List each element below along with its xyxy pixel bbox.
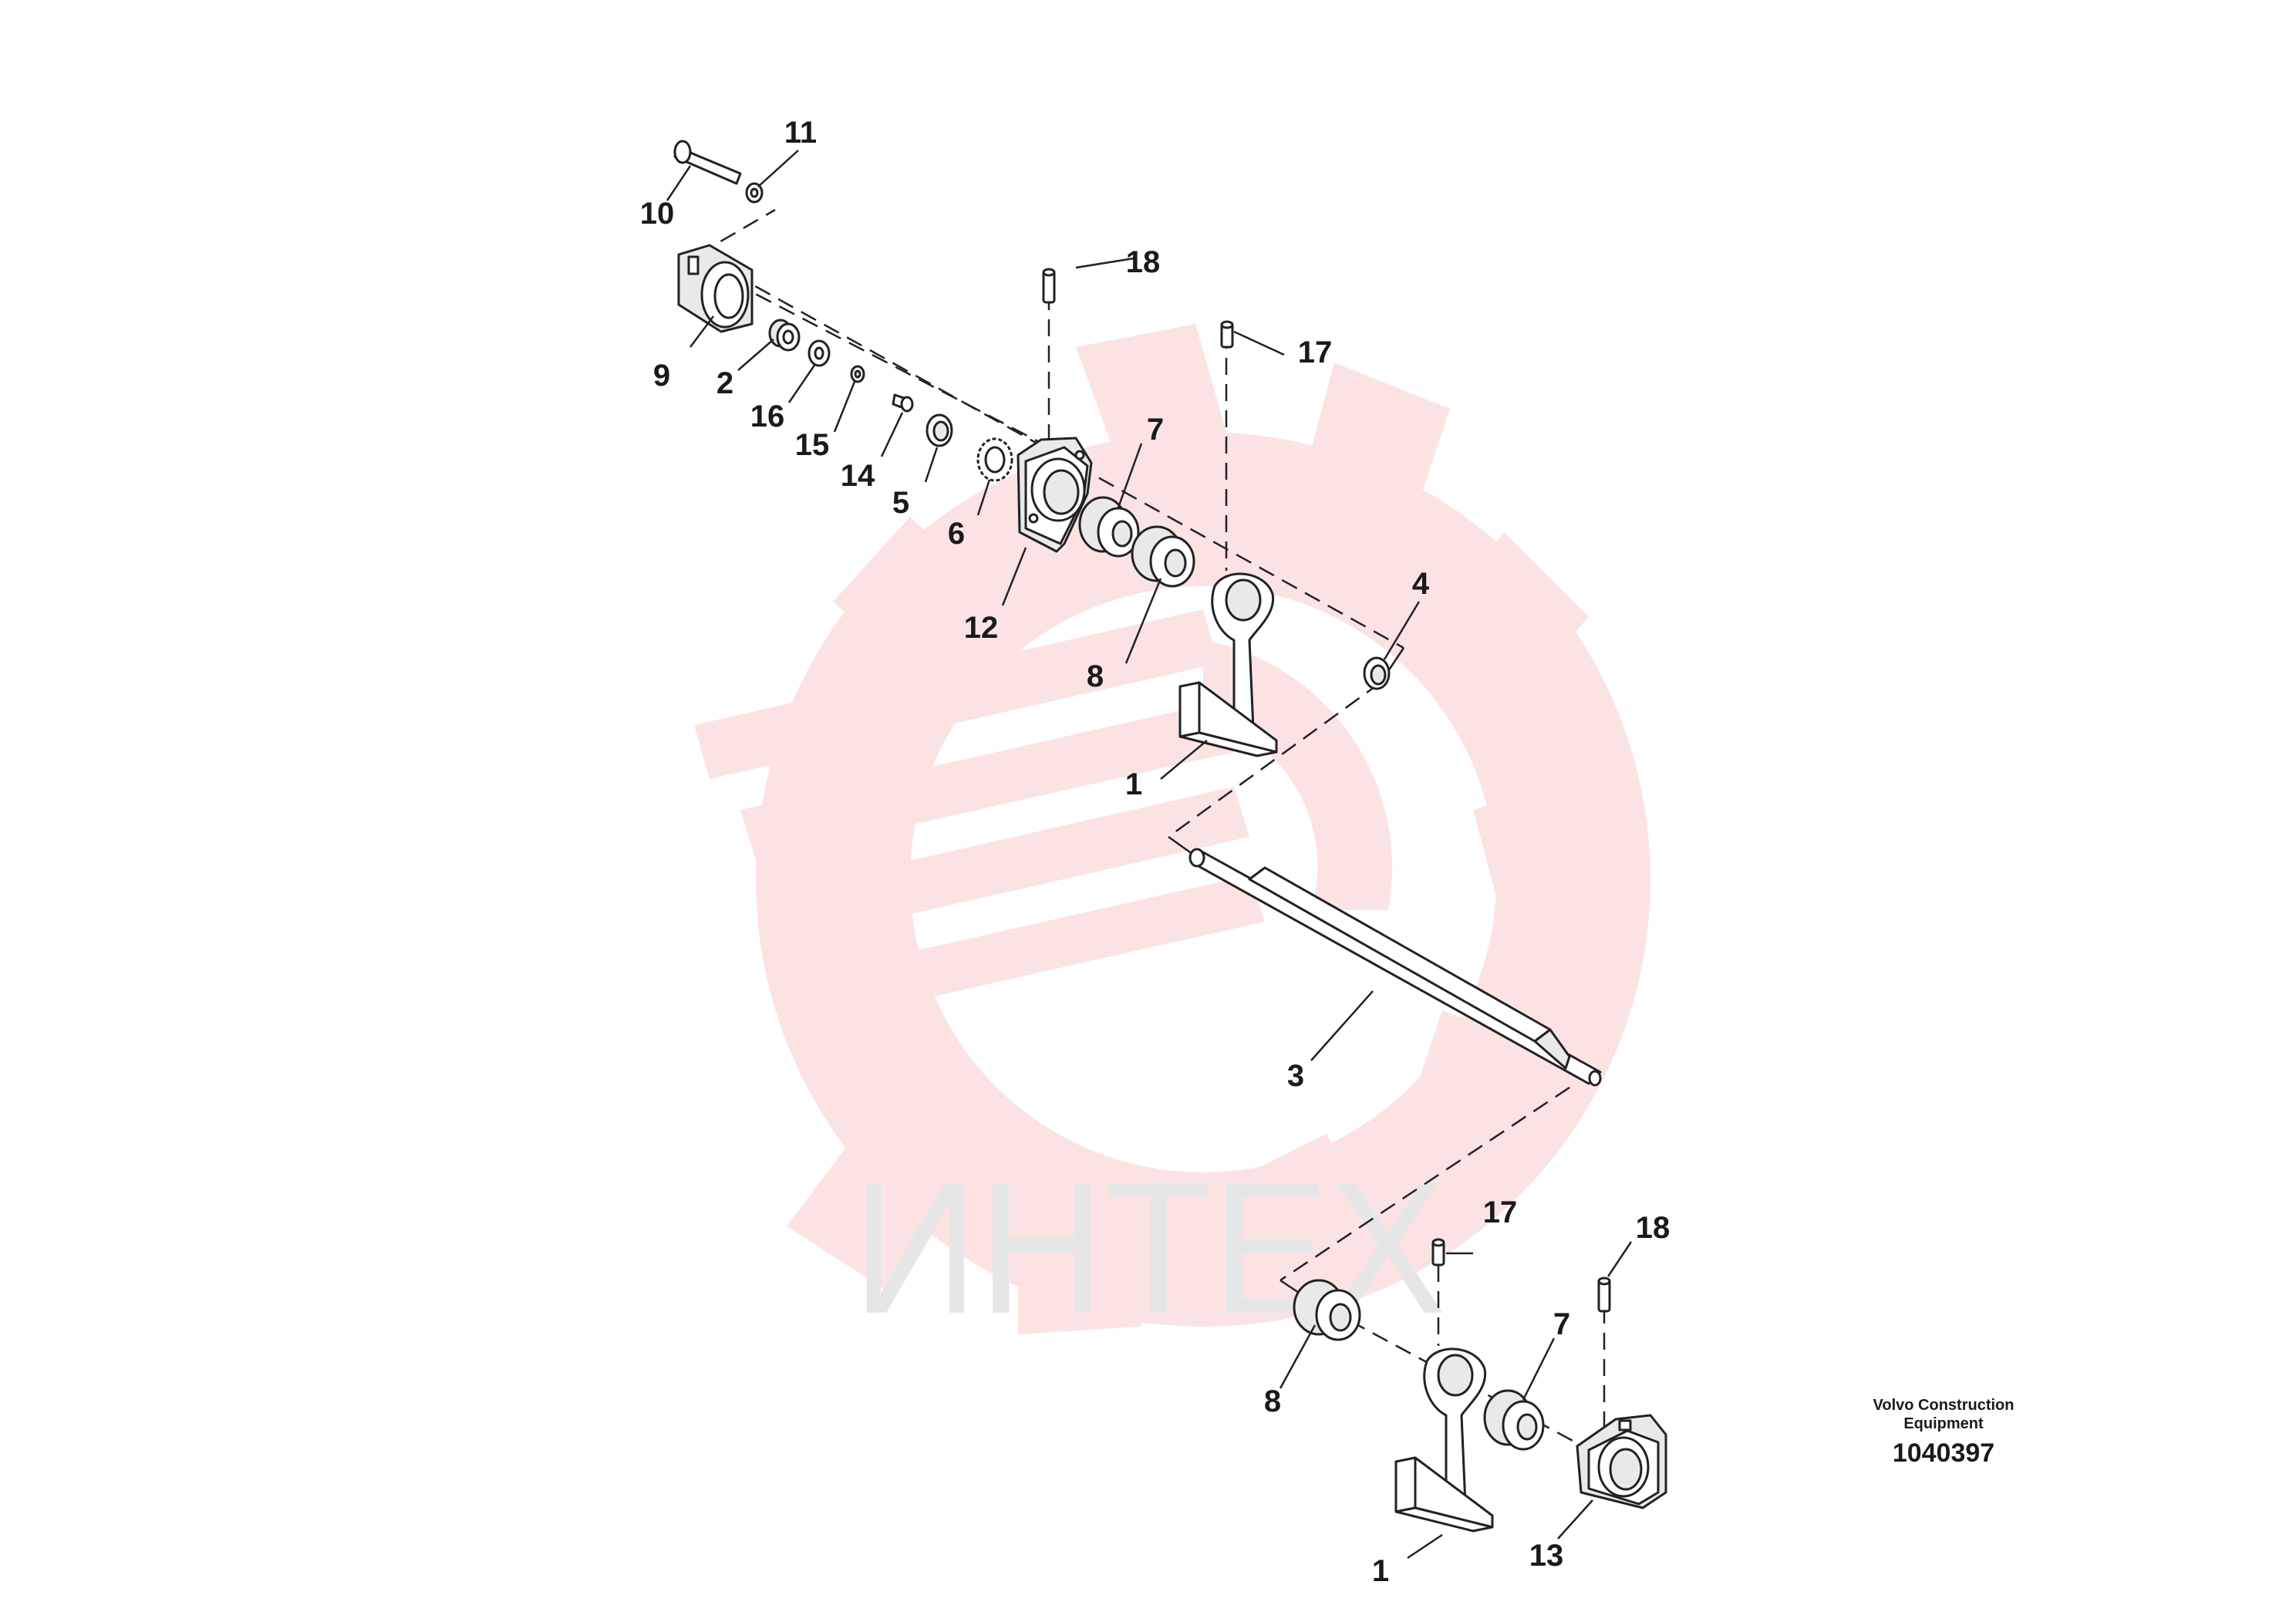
- callout-labels: 1 1 2 3 4 5 6 7 7 8 8 9 10 11 12 13 14 1…: [640, 116, 1671, 1588]
- watermark-gear: [755, 324, 1650, 1334]
- company-line-1: Volvo Construction: [1873, 1397, 2014, 1414]
- watermark-logo: ИНТЕХ: [694, 324, 1650, 1353]
- callout-11: 11: [784, 116, 817, 150]
- callout-17: 17: [1483, 1195, 1518, 1229]
- part-18-pin-top: [1042, 268, 1056, 304]
- part-3-shaft: [1188, 848, 1602, 1087]
- watermark-speed-lines: [694, 609, 1265, 1010]
- part-5-ring: [925, 413, 953, 447]
- company-line-2: Equipment: [1903, 1415, 1984, 1432]
- part-16-washer: [807, 339, 831, 367]
- callout-18: 18: [1126, 245, 1161, 279]
- part-7-bushing-lower: [1483, 1389, 1545, 1451]
- reference-number: 1040397: [1893, 1438, 1994, 1468]
- callout-5: 5: [892, 486, 909, 520]
- callout-12: 12: [964, 611, 999, 645]
- part-14-screw: [892, 393, 914, 413]
- part-6-lock-washer: [976, 437, 1013, 482]
- part-7-bushing-upper: [1078, 496, 1140, 558]
- part-15-washer: [850, 365, 865, 383]
- part-11-washer: [745, 182, 764, 204]
- leader-lines: [666, 150, 1633, 1560]
- reference-block: Volvo Construction Equipment 1040397: [1873, 1397, 2014, 1468]
- callout-10: 10: [640, 197, 675, 231]
- part-8-bearing-lower: [1293, 1279, 1361, 1341]
- callout-16: 16: [750, 400, 785, 433]
- callout-1: 1: [1125, 767, 1142, 801]
- part-17-pin-lower: [1431, 1238, 1445, 1266]
- part-18-pin-lower: [1597, 1276, 1611, 1313]
- part-1-pedal-lever-upper: [1178, 572, 1278, 757]
- callout-7: 7: [1147, 413, 1164, 447]
- callout-9: 9: [653, 359, 670, 393]
- part-12-bearing-bracket: [1017, 437, 1093, 553]
- callout-2: 2: [716, 366, 733, 400]
- callout-18: 18: [1636, 1211, 1671, 1245]
- callout-6: 6: [948, 517, 965, 551]
- callout-7: 7: [1553, 1307, 1570, 1341]
- callout-8: 8: [1264, 1384, 1281, 1418]
- part-17-pin-upper: [1220, 320, 1234, 349]
- callout-4: 4: [1412, 567, 1430, 601]
- callout-8: 8: [1087, 659, 1104, 693]
- part-2-bushing: [768, 319, 801, 352]
- callout-14: 14: [841, 459, 875, 493]
- callout-3: 3: [1287, 1059, 1304, 1093]
- callout-1: 1: [1372, 1554, 1389, 1588]
- part-8-bearing-upper: [1131, 525, 1195, 588]
- callout-13: 13: [1529, 1539, 1564, 1573]
- part-13-bracket: [1576, 1414, 1667, 1509]
- callout-15: 15: [795, 428, 830, 462]
- callout-17: 17: [1298, 336, 1333, 369]
- part-1-pedal-lever-lower: [1394, 1347, 1494, 1533]
- part-4-ring: [1363, 656, 1391, 690]
- part-10-bolt: [673, 140, 742, 185]
- part-9-flange-housing: [677, 244, 754, 333]
